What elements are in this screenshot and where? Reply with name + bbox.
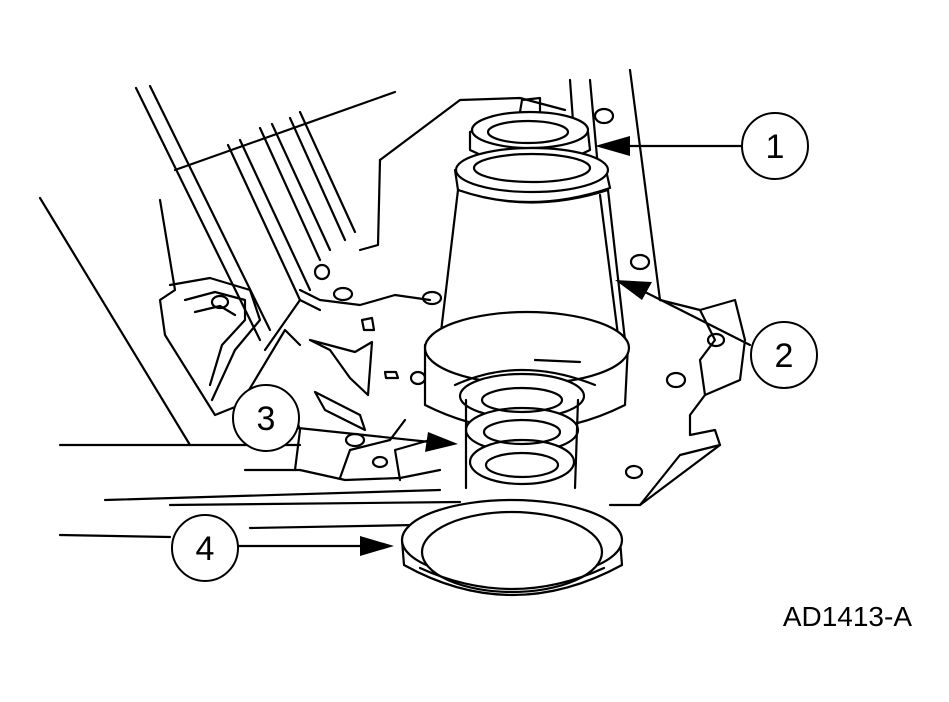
callout-1: 1 [741,112,809,180]
callout-2-label: 2 [775,337,794,375]
part-4-seal-ring [400,498,624,597]
callout-2: 2 [750,321,818,389]
figure-id: AD1413-A [783,601,913,632]
leader-arrows [236,136,752,556]
callout-4: 4 [171,514,239,582]
callout-3: 3 [232,384,300,452]
valve-body-outline [38,68,747,539]
callout-4-label: 4 [196,530,215,568]
callout-1-label: 1 [766,128,785,166]
part-3-return-spring [458,372,586,490]
callout-3-label: 3 [257,400,276,438]
